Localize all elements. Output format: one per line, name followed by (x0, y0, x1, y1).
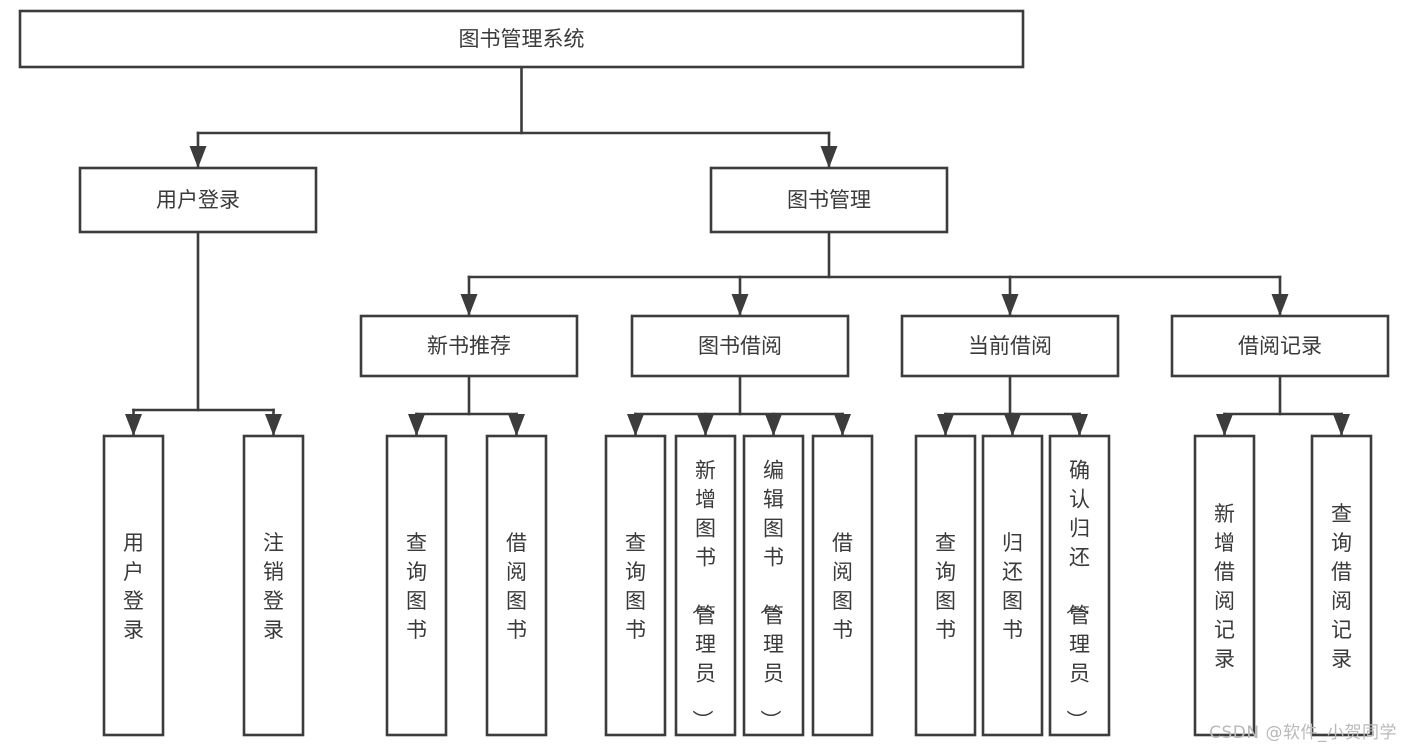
arrowhead-icon (697, 414, 714, 436)
node-label: 图书管理 (787, 188, 871, 212)
node-box (981, 434, 1044, 737)
node-label: 图书借阅 (698, 334, 782, 358)
node-l3-borrow-record[interactable]: 借阅记录 (1170, 314, 1390, 378)
node-leaf-borrow-book-b[interactable]: 借阅图书 (811, 434, 874, 737)
node-leaf-return-book[interactable]: 归还图书 (981, 434, 1044, 737)
node-box (1048, 434, 1111, 737)
node-leaf-query-book-c[interactable]: 查询图书 (914, 434, 977, 737)
arrowhead-icon (820, 146, 838, 168)
node-label: 图书管理系统 (459, 27, 585, 51)
node-label: 归还图书 (1002, 531, 1023, 642)
arrowhead-icon (937, 414, 954, 436)
node-label: 查询图书 (625, 531, 646, 642)
arrowhead-icon (460, 294, 478, 316)
node-box (900, 314, 1120, 378)
node-leaf-confirm-return[interactable]: 确认归还（管理员） (1048, 434, 1111, 737)
node-box (742, 434, 805, 737)
arrowhead-icon (1001, 294, 1019, 316)
node-label: 新增借阅记录 (1214, 502, 1235, 671)
node-label: 用户登录 (156, 188, 240, 212)
node-l3-current-borrow[interactable]: 当前借阅 (900, 314, 1120, 378)
node-label: 查询图书 (935, 531, 956, 642)
node-label: 借阅记录 (1238, 334, 1322, 358)
node-leaf-logout[interactable]: 注销登录 (242, 434, 305, 737)
node-box (914, 434, 977, 737)
node-label: 借阅图书 (506, 531, 527, 642)
node-box (102, 434, 165, 737)
node-box (674, 434, 737, 737)
arrowhead-icon (1071, 414, 1088, 436)
node-root[interactable]: 图书管理系统 (18, 9, 1025, 69)
node-label: 用户登录 (123, 531, 144, 642)
node-box (630, 314, 850, 378)
node-label: 编辑图书（管理员） (758, 459, 784, 731)
node-box (604, 434, 667, 737)
arrowhead-icon (189, 146, 207, 168)
node-leaf-query-book-a[interactable]: 查询图书 (385, 434, 448, 737)
node-l2-user-login[interactable]: 用户登录 (78, 166, 318, 234)
node-box (1193, 434, 1256, 737)
node-leaf-edit-book[interactable]: 编辑图书（管理员） (742, 434, 805, 737)
node-box (18, 9, 1025, 69)
arrowhead-icon (1004, 414, 1021, 436)
node-box (78, 166, 318, 234)
node-box (709, 166, 949, 234)
arrowhead-icon (508, 414, 525, 436)
arrowhead-icon (834, 414, 851, 436)
arrowhead-icon (1271, 294, 1289, 316)
node-box (1170, 314, 1390, 378)
node-leaf-borrow-book-a[interactable]: 借阅图书 (485, 434, 548, 737)
node-label: 借阅图书 (832, 531, 853, 642)
node-label: 新书推荐 (427, 334, 511, 358)
node-label: 当前借阅 (968, 334, 1052, 358)
node-label: 确认归还（管理员） (1064, 459, 1090, 731)
node-leaf-add-record[interactable]: 新增借阅记录 (1193, 434, 1256, 737)
arrowhead-icon (765, 414, 782, 436)
node-box (811, 434, 874, 737)
arrowhead-icon (1333, 414, 1350, 436)
arrowhead-icon (731, 294, 749, 316)
node-label: 查询借阅记录 (1331, 502, 1352, 671)
node-l3-book-borrow[interactable]: 图书借阅 (630, 314, 850, 378)
arrowhead-icon (408, 414, 425, 436)
node-l2-book-mgmt[interactable]: 图书管理 (709, 166, 949, 234)
watermark-text: CSDN @软件_小贺同学 (1209, 723, 1397, 743)
node-box (242, 434, 305, 737)
node-leaf-query-record[interactable]: 查询借阅记录 (1310, 434, 1373, 737)
node-box (359, 314, 579, 378)
node-label: 注销登录 (263, 531, 284, 642)
nodes-layer: 图书管理系统用户登录图书管理新书推荐图书借阅当前借阅借阅记录用户登录注销登录查询… (18, 9, 1390, 737)
edges-layer (125, 65, 1350, 438)
node-leaf-add-book[interactable]: 新增图书（管理员） (674, 434, 737, 737)
node-l3-new-book-rec[interactable]: 新书推荐 (359, 314, 579, 378)
arrowhead-icon (125, 414, 142, 436)
node-box (385, 434, 448, 737)
node-box (1310, 434, 1373, 737)
node-box (485, 434, 548, 737)
node-label: 新增图书（管理员） (690, 459, 716, 731)
arrowhead-icon (1216, 414, 1233, 436)
node-label: 查询图书 (406, 531, 427, 642)
arrowhead-icon (265, 414, 282, 436)
arrowhead-icon (627, 414, 644, 436)
node-leaf-user-login[interactable]: 用户登录 (102, 434, 165, 737)
node-leaf-query-book-b[interactable]: 查询图书 (604, 434, 667, 737)
